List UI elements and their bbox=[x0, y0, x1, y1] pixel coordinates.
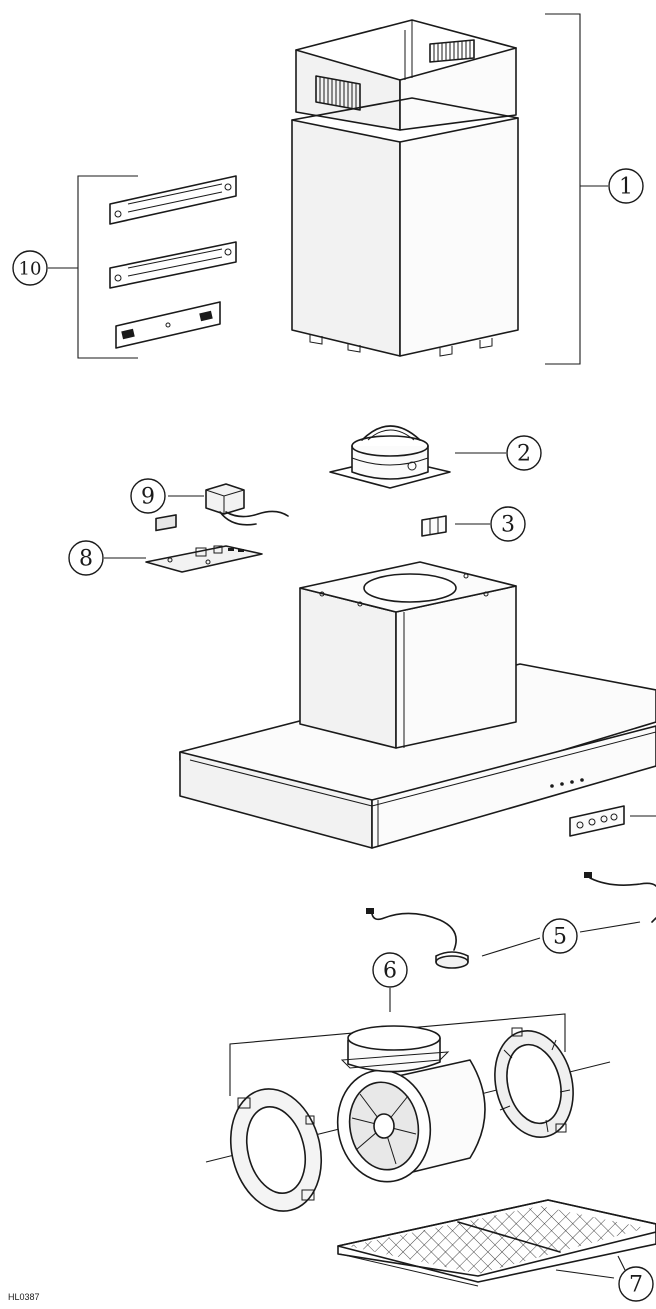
svg-text:1: 1 bbox=[619, 175, 633, 200]
svg-text:5: 5 bbox=[553, 925, 567, 950]
callout-8: 8 bbox=[68, 540, 104, 576]
bracket-upper bbox=[109, 175, 237, 225]
part-connector bbox=[421, 515, 447, 537]
fan-rear-ring bbox=[494, 1027, 574, 1138]
leader-bracket-10 bbox=[48, 175, 138, 359]
part-air-outlet bbox=[329, 425, 451, 489]
callout-7: 7 bbox=[618, 1266, 654, 1302]
svg-text:3: 3 bbox=[501, 513, 515, 538]
callout-9: 9 bbox=[130, 478, 166, 514]
bracket-lower bbox=[115, 301, 221, 349]
leader-5 bbox=[481, 921, 641, 957]
part-chimney-cover bbox=[291, 19, 519, 357]
chimney-vent-left bbox=[315, 75, 361, 111]
part-circuit-board bbox=[145, 514, 263, 573]
svg-text:8: 8 bbox=[79, 547, 93, 572]
callout-5: 5 bbox=[542, 918, 578, 954]
callout-3: 3 bbox=[490, 506, 526, 542]
callout-2: 2 bbox=[506, 435, 542, 471]
callout-6: 6 bbox=[372, 952, 408, 988]
callout-1: 1 bbox=[608, 168, 644, 204]
drawing-code: HL0387 bbox=[8, 1292, 40, 1302]
leader-bracket-1 bbox=[545, 13, 608, 365]
svg-text:10: 10 bbox=[19, 259, 42, 280]
callout-10: 10 bbox=[12, 250, 48, 286]
part-mounting-brackets bbox=[109, 175, 237, 349]
motor-housing bbox=[336, 1025, 486, 1183]
part-grease-filters bbox=[337, 1199, 656, 1287]
svg-text:2: 2 bbox=[517, 442, 531, 467]
bracket-middle bbox=[109, 241, 237, 289]
svg-text:9: 9 bbox=[141, 485, 155, 510]
svg-text:7: 7 bbox=[629, 1273, 643, 1298]
part-capacitor bbox=[205, 483, 289, 526]
leader-7 bbox=[555, 1269, 615, 1279]
part-control-switch bbox=[569, 805, 656, 837]
svg-text:6: 6 bbox=[383, 959, 397, 984]
part-lamp-left bbox=[366, 908, 469, 969]
hood-body bbox=[179, 561, 656, 849]
fan-front-ring bbox=[229, 1088, 323, 1212]
part-lamp-right bbox=[584, 872, 656, 923]
chimney-vent-right bbox=[429, 39, 475, 63]
